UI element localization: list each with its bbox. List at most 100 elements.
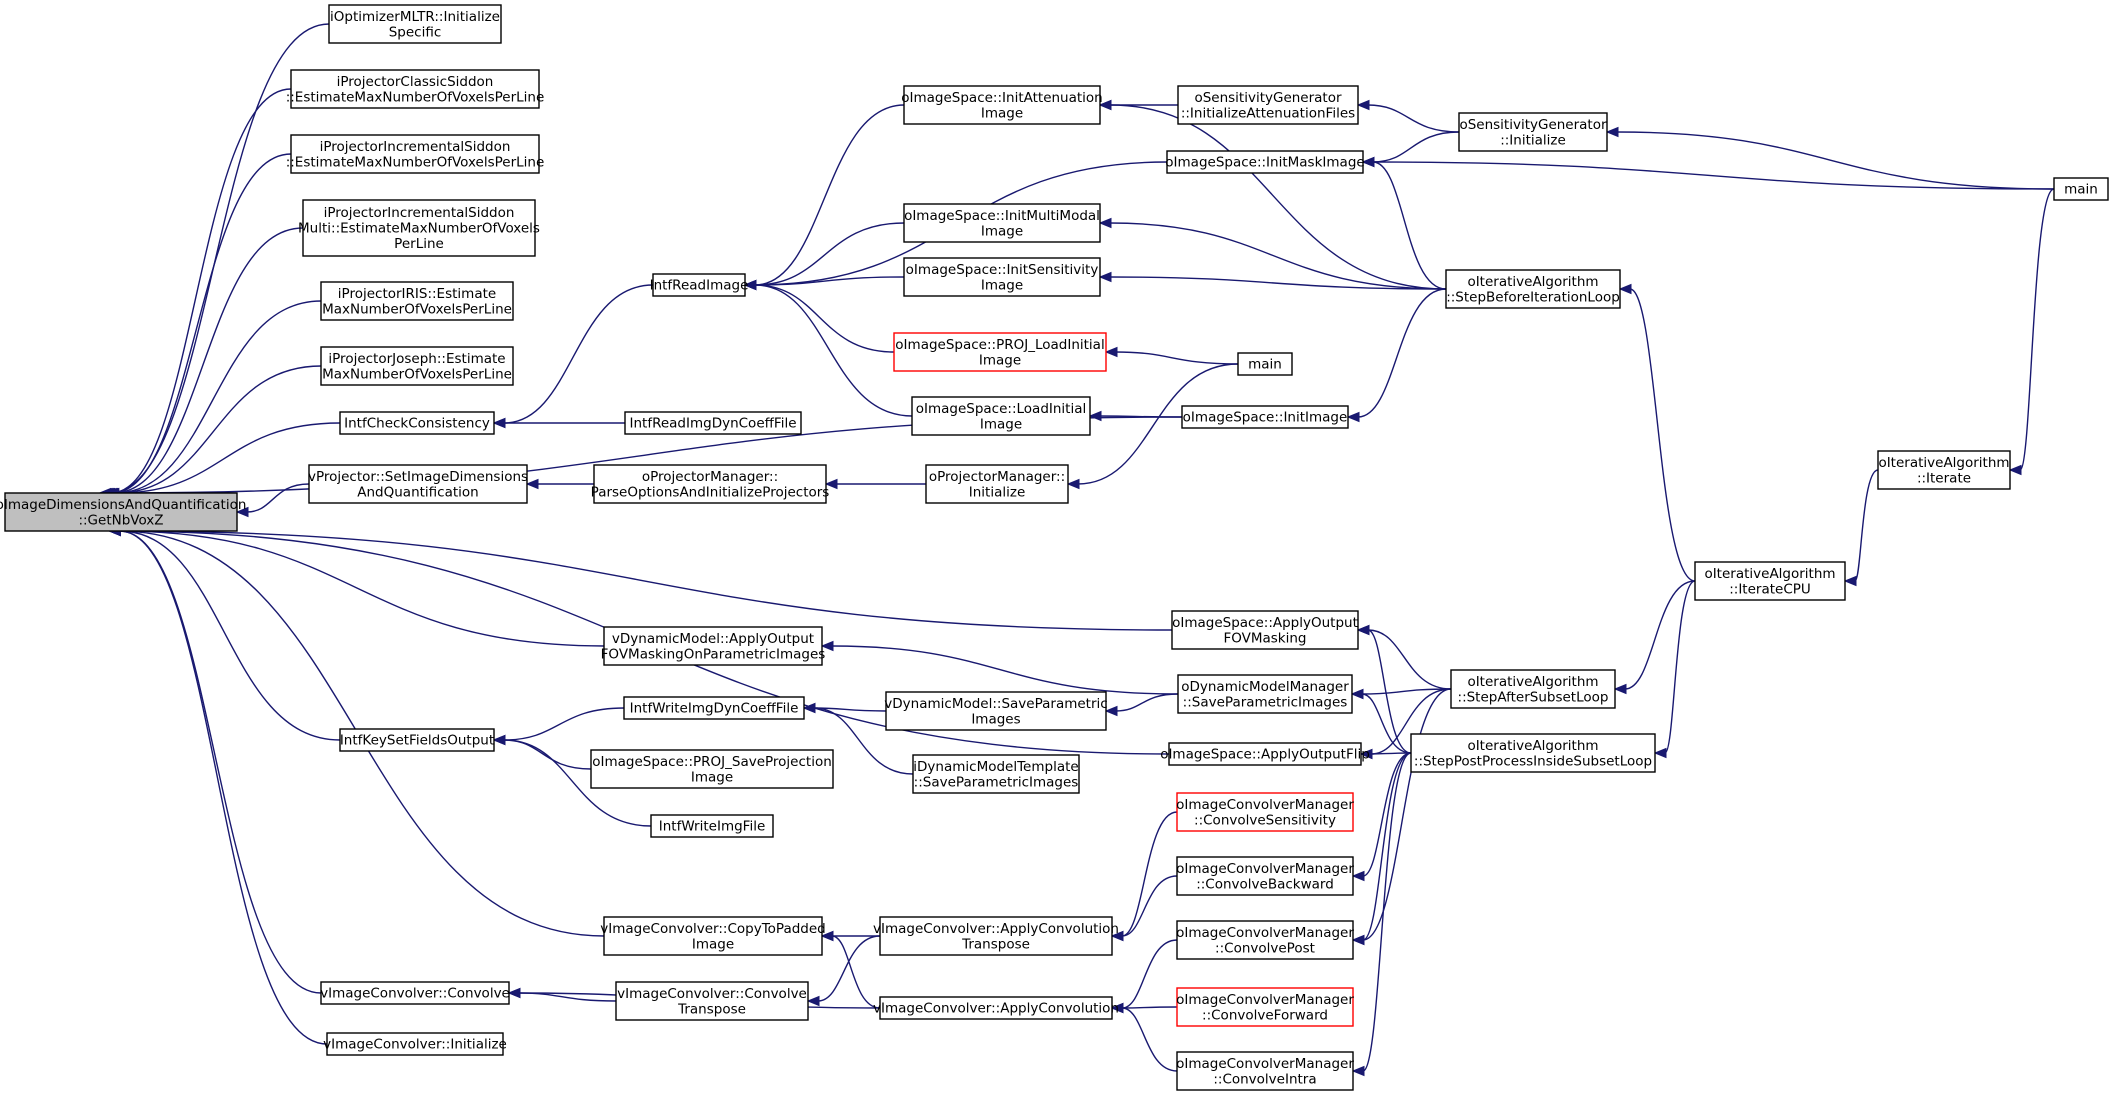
node-label-line: MaxNumberOfVoxelsPerLine (322, 301, 512, 317)
node-box (1171, 610, 1359, 650)
edge-n6-n0 (116, 365, 322, 494)
graph-node-n7[interactable]: IntfCheckConsistency (339, 411, 495, 435)
graph-node-n26[interactable]: oProjectorManager::Initialize (925, 464, 1069, 504)
graph-node-n30[interactable]: vImageConvolver::ApplyConvolution (873, 996, 1119, 1020)
graph-node-n27[interactable]: vDynamicModel::SaveParametricImages (884, 691, 1108, 731)
node-label-line: ::EstimateMaxNumberOfVoxelsPerLine (286, 89, 545, 105)
graph-node-n48[interactable]: oIterativeAlgorithm::Iterate (1877, 450, 2011, 490)
node-box (1410, 733, 1656, 773)
node-box (1176, 792, 1354, 832)
node-box (885, 691, 1107, 731)
edge-n44-n34 (1357, 288, 1447, 418)
graph-node-n41[interactable]: oImageConvolverManager::ConvolveForward (1176, 987, 1354, 1027)
node-label-line: oImageConvolverManager (1176, 992, 1354, 1008)
graph-node-n44[interactable]: oIterativeAlgorithm::StepBeforeIteration… (1445, 269, 1621, 309)
node-label-line: Specific (389, 24, 442, 40)
graph-node-n39[interactable]: oImageConvolverManager::ConvolveBackward (1176, 856, 1354, 896)
node-box (879, 996, 1113, 1020)
graph-node-n9[interactable]: vDynamicModel::ApplyOutputFOVMaskingOnPa… (601, 626, 826, 666)
graph-node-n49[interactable]: main (2053, 177, 2109, 201)
graph-node-n28[interactable]: iDynamicModelTemplate::SaveParametricIma… (912, 754, 1080, 794)
node-label-line: vImageConvolver::Convolve (617, 986, 807, 1002)
node-label-line: oImageSpace::InitMultiModal (904, 208, 1100, 224)
graph-node-n8[interactable]: vProjector::SetImageDimensionsAndQuantif… (308, 464, 528, 504)
node-label-line: FOVMaskingOnParametricImages (601, 646, 826, 662)
graph-node-n4[interactable]: iProjectorIncrementalSiddonMulti::Estima… (298, 199, 540, 257)
node-box (308, 464, 528, 504)
graph-node-n15[interactable]: IntfReadImgDynCoeffFile (624, 411, 802, 435)
node-box (339, 728, 495, 752)
graph-node-n40[interactable]: oImageConvolverManager::ConvolvePost (1176, 920, 1354, 960)
graph-node-n13[interactable]: vImageConvolver::Initialize (323, 1032, 507, 1056)
node-box (903, 85, 1101, 125)
node-label-line: IntfCheckConsistency (344, 416, 490, 432)
edge-n44-n23 (1109, 276, 1447, 290)
graph-node-n38[interactable]: oImageConvolverManager::ConvolveSensitiv… (1176, 792, 1354, 832)
edge-n46-n39 (1362, 752, 1412, 877)
node-label-line: oSensitivityGenerator (1194, 90, 1342, 106)
edge-n25-n14 (754, 284, 913, 417)
graph-node-n17[interactable]: IntfWriteImgDynCoeffFile (623, 696, 805, 720)
graph-node-n0[interactable]: oImageDimensionsAndQuantification::GetNb… (0, 492, 246, 532)
edge-n33-n26 (1077, 363, 1239, 485)
graph-node-n37[interactable]: oImageSpace::ApplyOutputFlip (1160, 742, 1370, 766)
node-label-line: oImageConvolverManager (1176, 1056, 1354, 1072)
graph-node-n12[interactable]: vImageConvolver::Convolve (320, 981, 510, 1005)
node-box (624, 411, 802, 435)
graph-node-n33[interactable]: main (1237, 352, 1293, 376)
graph-node-n42[interactable]: oImageConvolverManager::ConvolveIntra (1176, 1051, 1354, 1091)
node-box (1166, 150, 1364, 174)
edge-n44-n21 (1109, 104, 1447, 290)
node-label-line: Image (691, 769, 733, 785)
edge-arrowhead (802, 702, 816, 714)
graph-node-n32[interactable]: oImageSpace::InitMaskImage (1165, 150, 1365, 174)
node-label-line: AndQuantification (357, 484, 478, 500)
graph-node-n46[interactable]: oIterativeAlgorithm::StepPostProcessInsi… (1410, 733, 1656, 773)
node-label-line: ::StepPostProcessInsideSubsetLoop (1414, 753, 1652, 769)
node-label-line: ::SaveParametricImages (1183, 694, 1348, 710)
edge-arrowhead (1356, 624, 1370, 636)
graph-node-n47[interactable]: oIterativeAlgorithm::IterateCPU (1694, 561, 1846, 601)
edge-n30-n11 (831, 935, 881, 1009)
edge-arrowhead (1066, 478, 1080, 490)
node-label-line: IntfWriteImgFile (659, 819, 766, 835)
node-label-line: iProjectorJoseph::Estimate (328, 351, 505, 367)
graph-node-n34[interactable]: oImageSpace::InitImage (1181, 405, 1349, 429)
graph-node-n3[interactable]: iProjectorIncrementalSiddon::EstimateMax… (286, 134, 545, 174)
edge-n35-n0 (119, 530, 1173, 631)
graph-node-n10[interactable]: IntfKeySetFieldsOutput (339, 728, 495, 752)
graph-node-n29[interactable]: vImageConvolver::ApplyConvolutionTranspo… (873, 916, 1119, 956)
graph-node-n16[interactable]: oProjectorManager::ParseOptionsAndInitia… (591, 464, 830, 504)
graph-node-n43[interactable]: oSensitivityGenerator::Initialize (1458, 112, 1608, 152)
graph-node-n31[interactable]: oSensitivityGenerator::InitializeAttenua… (1177, 85, 1359, 125)
edge-n34-n25 (1099, 415, 1183, 418)
node-label-line: oDynamicModelManager (1181, 679, 1349, 695)
graph-node-n6[interactable]: iProjectorJoseph::EstimateMaxNumberOfVox… (320, 346, 514, 386)
graph-node-n19[interactable]: IntfWriteImgFile (650, 814, 774, 838)
graph-node-n5[interactable]: iProjectorIRIS::EstimateMaxNumberOfVoxel… (320, 281, 514, 321)
edge-arrowhead (1098, 99, 1112, 111)
graph-node-n36[interactable]: oDynamicModelManager::SaveParametricImag… (1177, 674, 1353, 714)
node-box (1181, 405, 1349, 429)
node-label-line: oIterativeAlgorithm (1704, 566, 1835, 582)
edge-n46-n40 (1362, 752, 1412, 941)
graph-node-n45[interactable]: oIterativeAlgorithm::StepAfterSubsetLoop (1450, 669, 1616, 709)
edge-arrowhead (743, 279, 757, 291)
node-label-line: oImageConvolverManager (1176, 925, 1354, 941)
graph-node-n2[interactable]: iProjectorClassicSiddon::EstimateMaxNumb… (286, 69, 545, 109)
node-box (2053, 177, 2109, 201)
edge-n29-n20 (817, 935, 881, 1002)
graph-node-n14[interactable]: IntfReadImage (650, 273, 749, 297)
edge-arrowhead (1359, 748, 1373, 760)
